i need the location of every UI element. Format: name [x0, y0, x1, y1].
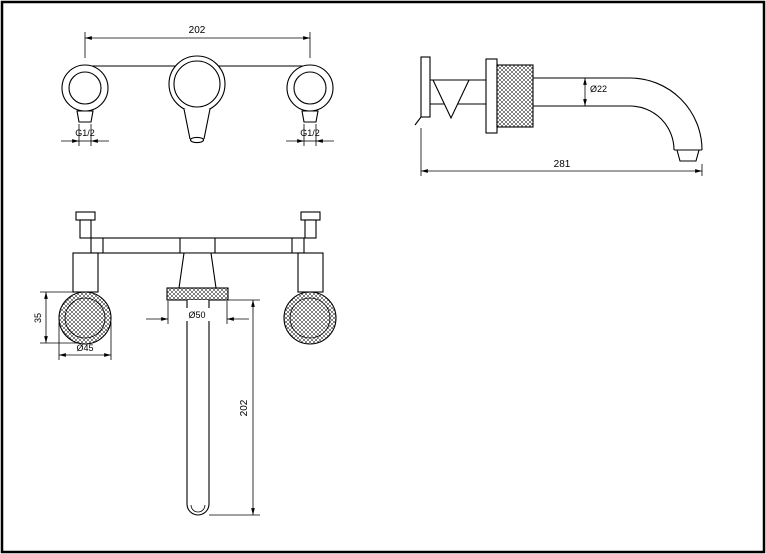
right-thread-dimension: G1/2	[300, 128, 320, 138]
left-thread-dimension: G1/2	[75, 128, 95, 138]
left-stem	[79, 219, 92, 239]
spout-cone-mask	[184, 109, 210, 139]
plan-spout-tube	[186, 300, 210, 516]
spout-mount-neck	[178, 252, 217, 289]
spout-tube-top	[533, 77, 703, 151]
front-width-dimension: 202	[189, 25, 206, 36]
front-view: 202 G1/2 G1/2	[61, 25, 334, 146]
side-flange	[485, 58, 498, 134]
connecting-bar	[90, 237, 305, 254]
side-view: Ø22 281	[414, 56, 703, 176]
right-stem	[304, 219, 317, 239]
spout-reach-dimension: 202	[239, 399, 250, 416]
plan-view: Ø50 35 Ø45 202	[33, 211, 337, 516]
left-thread-stub	[76, 110, 94, 123]
spout-outlet	[189, 136, 205, 144]
spout-tube-bottom	[533, 105, 675, 151]
valve-cone	[432, 79, 470, 120]
knurled-nut	[496, 64, 534, 128]
spout-flange	[166, 287, 229, 301]
wall-plate	[420, 56, 431, 118]
right-stem-cap	[300, 211, 321, 221]
left-handle-inner	[68, 71, 102, 105]
spout-escutcheon-inner	[173, 60, 221, 108]
flange-diameter-dimension: Ø50	[188, 310, 205, 320]
right-valve-body	[297, 252, 324, 293]
spout-diameter-dimension: Ø22	[590, 84, 607, 94]
left-valve-body	[72, 252, 99, 293]
right-thread-stub	[301, 110, 319, 123]
base-height-dimension: 35	[33, 313, 43, 323]
spout-length-dimension: 281	[554, 159, 571, 170]
left-stem-cap	[75, 211, 96, 221]
right-knurled-base	[283, 291, 337, 345]
spout-aerator-tip	[676, 149, 700, 162]
left-knurled-base	[58, 291, 112, 345]
base-diameter-dimension: Ø45	[76, 343, 93, 353]
right-handle-inner	[293, 71, 327, 105]
